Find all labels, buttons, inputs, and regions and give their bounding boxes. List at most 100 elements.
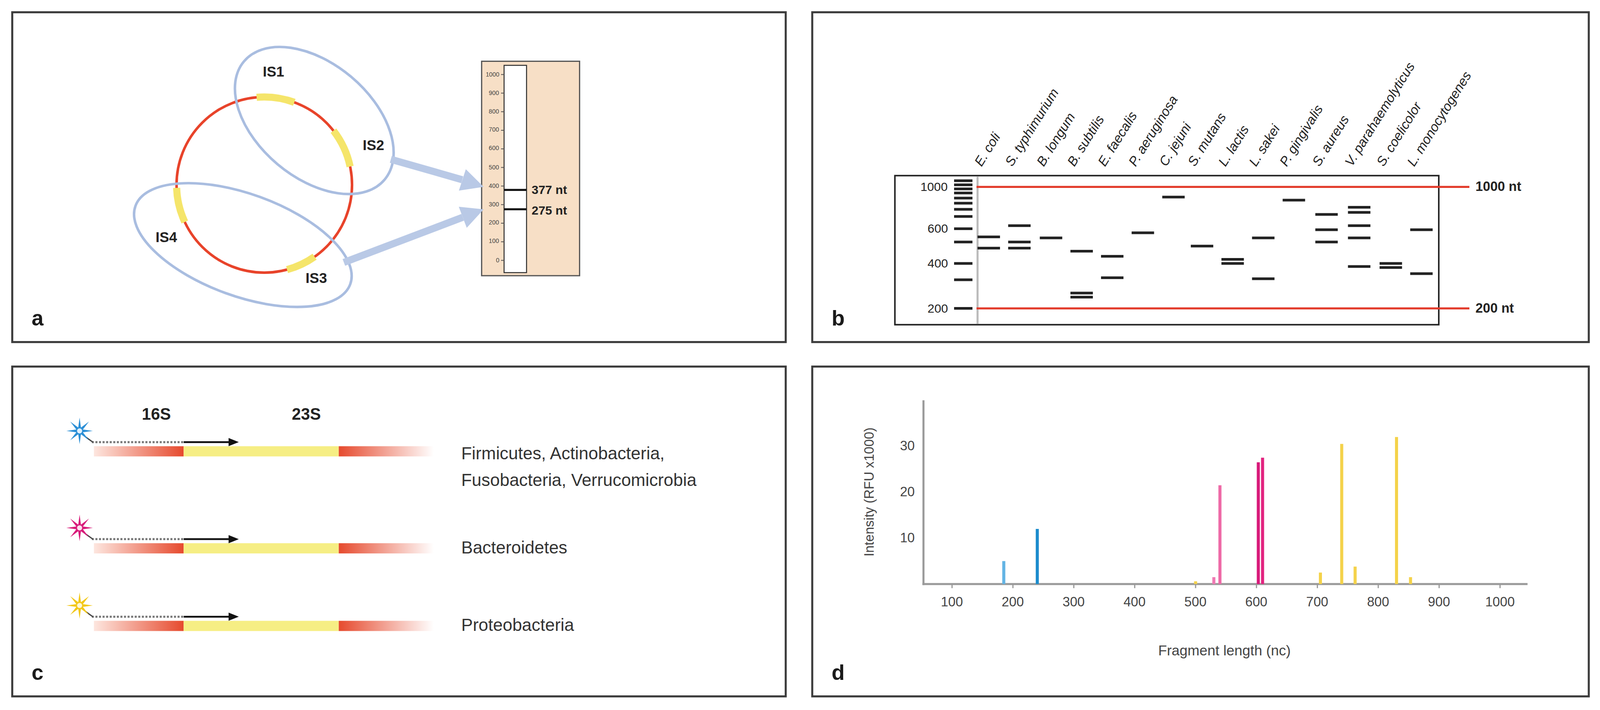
block-arrow [343,159,484,263]
x-tick-label: 300 [1062,593,1085,610]
scale-tick [501,222,505,224]
ladder-band [954,201,973,205]
x-tick [1073,583,1075,588]
ladder-band [954,183,973,187]
gene-name: 23S [291,403,322,424]
gel-a [481,61,580,276]
scale-tick [501,204,505,205]
16s-gene [93,542,184,554]
gel-band [977,235,1001,239]
star-core [76,525,83,531]
scale-tick [501,241,505,242]
gel-band [1348,211,1371,214]
scale-tick [501,185,505,187]
gel-band [1008,224,1031,227]
gel-band [1315,240,1338,244]
y-axis [922,400,925,585]
scale-tick [501,92,505,94]
fluorophore-star [66,514,93,542]
x-tick [1438,583,1440,588]
ladder-band [954,214,973,218]
intensity-peak [1260,457,1264,584]
gel-band [1221,261,1244,265]
star-shape [66,417,93,444]
gel-band [1315,228,1338,231]
gel-band [1348,205,1371,209]
23s-gene [338,620,434,631]
ladder-band [954,306,973,310]
size-limit-label: 200 nt [1475,299,1514,316]
gel-scale-number: 700 [488,126,499,135]
arrow-shaft [183,538,231,540]
intensity-peak [1395,436,1399,584]
panel-letter: d [831,658,845,685]
gel-scale-number: 300 [488,200,499,209]
scale-tick [501,73,505,75]
gel-band [1348,224,1371,227]
x-tick [1316,583,1319,588]
gel-scale-number: 600 [488,145,499,153]
gel-band [1070,249,1093,253]
intensity-peak [1035,528,1039,584]
23s-gene [338,542,434,554]
gel-band [1251,236,1275,239]
is-element [256,97,295,103]
primer-row [66,417,434,456]
x-tick-label: 1000 [1485,593,1515,610]
fluorophore-star [66,417,93,444]
scale-tick [501,166,505,168]
gel-band [1315,213,1338,216]
gel-lane [504,65,527,273]
figure-panel: a [11,11,787,343]
gel-band [1162,195,1185,199]
intensity-peak [1318,572,1322,584]
arrow-head [228,437,239,447]
primer [91,537,184,540]
species-name: E. coli [971,129,1004,169]
x-tick-label: 700 [1306,593,1329,610]
figure-panel: c [11,365,787,698]
band-size: 275 nt [531,202,567,218]
ladder-band [954,227,973,230]
star-core [76,428,83,434]
x-tick-label: 600 [1245,593,1268,610]
star-shape [66,591,93,619]
gel-band [1070,291,1093,294]
gel-band [1008,246,1031,250]
ladder-band [954,187,973,190]
x-tick [951,583,953,588]
is-label: IS1 [262,62,285,80]
plasmid [118,17,422,332]
size-limit-line [976,185,1470,188]
gel-scale-number: 0 [495,256,500,264]
primer [91,615,184,618]
gel-band [1070,295,1093,299]
ladder-band [954,196,973,200]
gel-scale-number: 800 [488,107,499,116]
arrow-head [458,168,484,191]
panel-letter: c [31,658,44,685]
y-tick-label: 10 [899,529,915,546]
gel-background [481,61,580,276]
scale-tick [501,260,505,261]
gel-band [1348,236,1371,239]
arrow-head [458,206,484,228]
is-label: IS4 [155,228,178,246]
star-core [76,602,83,608]
intensity-peak [1409,576,1413,584]
figure-panel: b [811,11,1591,343]
x-tick [1012,583,1014,588]
gel-band [1282,198,1306,202]
lane-divider [976,176,979,324]
ladder-size: 400 [927,256,949,271]
gel-band [1221,257,1244,261]
is-element [333,130,351,167]
x-tick [1377,583,1380,588]
ladder-band [954,179,973,182]
23s-gene [338,446,434,457]
ladder-band [954,191,973,195]
y-tick-label: 20 [899,483,915,500]
primer-row [66,514,434,554]
scale-tick [501,129,505,131]
gel-band [1410,228,1433,231]
